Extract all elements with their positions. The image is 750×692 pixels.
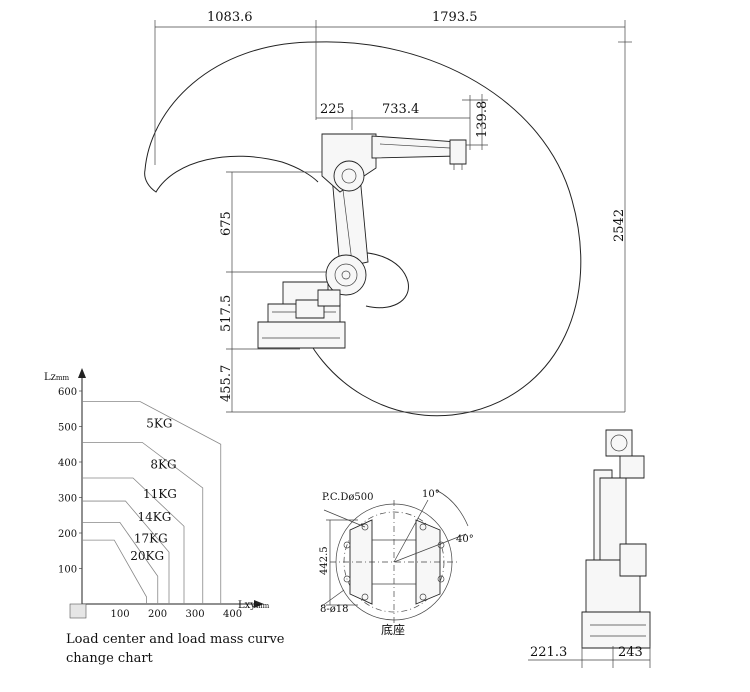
dim-right-reach: 1793.5 xyxy=(432,10,478,25)
robot-front-view: 221.3 243 xyxy=(528,429,651,668)
base-footprint: P.C.Dø500 10° 40° 442.5 8-ø18 底座 xyxy=(319,489,474,637)
y-tick-label: 600 xyxy=(58,387,77,398)
load-curve-17kg xyxy=(82,521,159,604)
dim-left-reach: 1083.6 xyxy=(207,10,253,25)
load-curve-label: 17KG xyxy=(134,531,168,545)
load-curve-20kg xyxy=(82,539,147,604)
dimension-labels: 1083.6 1793.5 225 733.4 139.8 675 517.5 … xyxy=(207,10,627,402)
dim-base-offset: 225 xyxy=(320,102,345,117)
x-tick-label: 200 xyxy=(148,609,167,620)
dim-arm-length: 733.4 xyxy=(382,102,419,117)
dim-flange-height: 139.8 xyxy=(475,101,490,138)
load-curve-label: 20KG xyxy=(130,549,164,563)
chart-caption-line1: Load center and load mass curve xyxy=(66,632,285,647)
load-curve-8kg xyxy=(82,442,204,604)
x-tick-label: 100 xyxy=(111,609,130,620)
dim-base-front: 243 xyxy=(618,645,643,660)
load-flange-icon xyxy=(69,603,87,619)
y-tick-label: 500 xyxy=(58,423,77,434)
y-tick-label: 300 xyxy=(58,494,77,505)
y-tick-label: 200 xyxy=(58,529,77,540)
load-curve-label: 5KG xyxy=(146,417,172,431)
angle-40-label: 40° xyxy=(456,534,474,545)
base-height-label: 442.5 xyxy=(319,546,330,575)
dim-total-height: 2542 xyxy=(612,209,627,242)
base-caption: 底座 xyxy=(381,622,405,637)
dim-base-height: 455.7 xyxy=(219,365,234,402)
y-axis-arrow xyxy=(78,368,86,378)
x-axis-label: Lxymm xyxy=(238,600,270,611)
x-tick-label: 300 xyxy=(186,609,205,620)
load-curve-14kg xyxy=(82,500,170,604)
angle-10-label: 10° xyxy=(422,489,440,500)
load-curve-5kg xyxy=(82,401,222,604)
load-chart: Lzmm Lxymm 100 200 300 400 500 600 100 200 300 40… xyxy=(44,368,285,666)
y-tick-label: 100 xyxy=(58,565,77,576)
load-curve-11kg xyxy=(82,477,185,604)
robot-side-view xyxy=(257,133,467,349)
x-tick-label: 400 xyxy=(223,609,242,620)
dim-upper-arm: 675 xyxy=(219,211,234,236)
x-axis-arrow xyxy=(254,600,264,608)
dim-base-rear: 221.3 xyxy=(530,645,567,660)
y-axis-label: Lzmm xyxy=(44,372,70,383)
dim-lower-arm: 517.5 xyxy=(219,295,234,332)
chart-caption-line2: change chart xyxy=(66,651,154,666)
load-curve-label: 11KG xyxy=(143,487,177,501)
pcd-label: P.C.Dø500 xyxy=(322,492,373,503)
holes-label: 8-ø18 xyxy=(320,604,349,615)
load-curve-label: 14KG xyxy=(138,510,172,524)
load-curve-label: 8KG xyxy=(150,457,176,471)
y-tick-label: 400 xyxy=(58,458,77,469)
